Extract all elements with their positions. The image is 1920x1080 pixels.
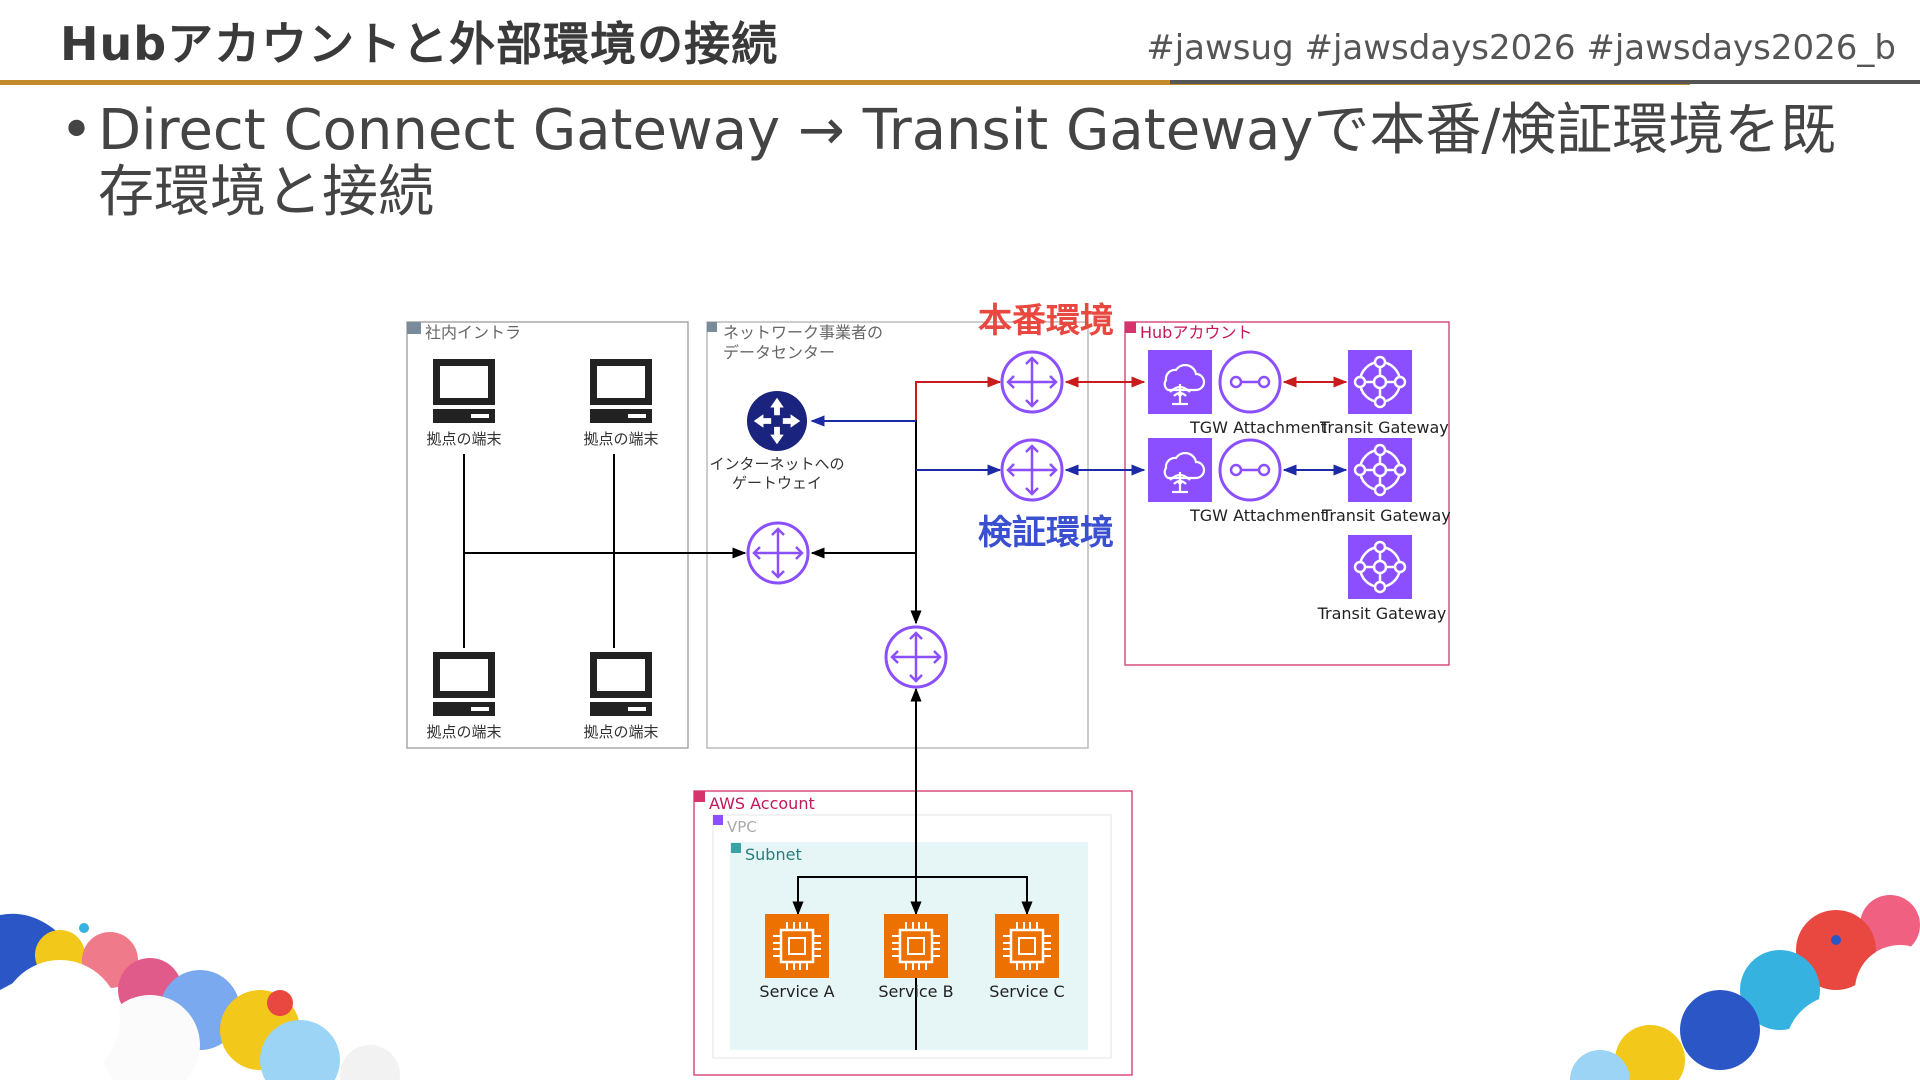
bullet-dot: •	[60, 98, 94, 163]
ec2-instance-icon	[765, 914, 829, 978]
ec2-instance-icon	[884, 914, 948, 978]
page-title: Hubアカウントと外部環境の接続	[60, 17, 779, 71]
service-a-label: Service A	[759, 982, 834, 1001]
stg-env-label: 検証環境	[978, 513, 1114, 553]
terminal-bottom-right: 拠点の端末	[583, 652, 659, 741]
hub-account-label: Hubアカウント	[1140, 323, 1252, 342]
tgw-attachment-label: TGW Attachment	[1189, 506, 1327, 525]
service-c-label: Service C	[989, 982, 1064, 1001]
internet-gateway: インターネットへの ゲートウェイ	[709, 390, 845, 492]
intranet-label: 社内イントラ	[425, 323, 521, 342]
transit-gateway-label: Transit Gateway	[1321, 506, 1451, 525]
gateway-label-line2: ゲートウェイ	[732, 474, 822, 492]
decoration-bottom-left	[0, 913, 400, 1080]
service-b-label: Service B	[878, 982, 953, 1001]
terminal-bottom-left: 拠点の端末	[426, 652, 502, 741]
datacenter-label-line1: ネットワーク事業者の	[723, 323, 883, 342]
bullet-line-1: Direct Connect Gateway → Transit Gateway…	[98, 98, 1837, 163]
transit-gateway-label: Transit Gateway	[1317, 604, 1447, 623]
direct-connect-gateway-icon	[1148, 438, 1212, 502]
prod-router-icon	[1000, 350, 1064, 414]
internet-gateway-icon	[746, 390, 808, 452]
gateway-label-line1: インターネットへの	[709, 455, 844, 473]
transit-gateway-icon	[1348, 535, 1412, 599]
datacenter-label-line2: データセンター	[723, 343, 835, 362]
terminal-label: 拠点の端末	[583, 723, 658, 741]
tgw-attachment-label: TGW Attachment	[1189, 418, 1327, 437]
ec2-instance-icon	[995, 914, 1059, 978]
aws-account-label: AWS Account	[709, 794, 815, 813]
intranet-links	[463, 383, 1033, 1050]
tgw-attachment-icon	[1218, 438, 1282, 502]
datacenter-group: ネットワーク事業者の データセンター	[706, 321, 1089, 749]
transit-gateway-icon	[1348, 438, 1412, 502]
core-router-icon	[884, 625, 948, 689]
stg-router-icon	[1000, 438, 1064, 502]
intranet-group: 社内イントラ	[406, 321, 689, 749]
hashtags: #jawsug #jawsdays2026 #jawsdays2026_b	[1146, 28, 1896, 68]
terminal-top-right: 拠点の端末	[583, 359, 659, 448]
subnet-label: Subnet	[745, 845, 802, 864]
terminal-label: 拠点の端末	[426, 430, 501, 448]
datacenter-router-icon	[746, 521, 810, 585]
title-underline	[0, 80, 1690, 85]
title-underline-accent	[1170, 80, 1920, 84]
prod-env-label: 本番環境	[978, 301, 1114, 341]
direct-connect-gateway-icon	[1148, 350, 1212, 414]
bullet-line-2: 存環境と接続	[98, 160, 434, 225]
tgw-attachment-icon	[1218, 350, 1282, 414]
prod-links	[915, 376, 1348, 420]
terminal-label: 拠点の端末	[426, 723, 501, 741]
vpc-label: VPC	[727, 818, 757, 836]
transit-gateway-icon	[1348, 350, 1412, 414]
transit-gateway-label: Transit Gateway	[1319, 418, 1449, 437]
decoration-bottom-right	[1570, 895, 1920, 1080]
terminal-top-left: 拠点の端末	[426, 359, 502, 448]
hub-account-group: Hubアカウント	[1124, 321, 1450, 666]
terminal-label: 拠点の端末	[583, 430, 658, 448]
